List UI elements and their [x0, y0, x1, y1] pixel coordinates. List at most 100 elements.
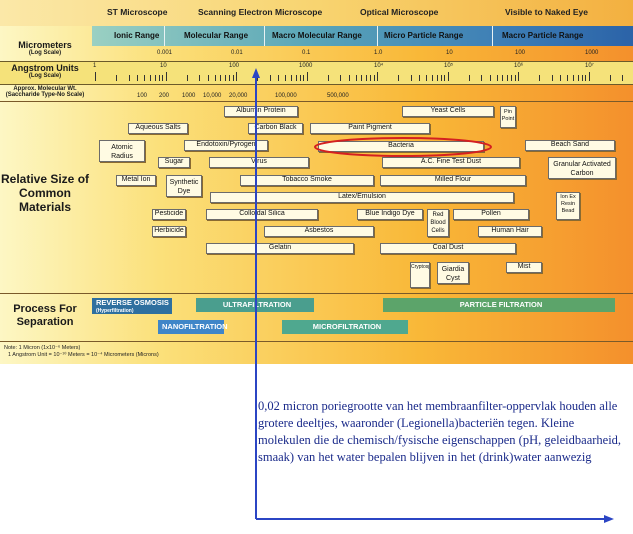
angstrom-minor-tick	[447, 72, 449, 81]
material-granular-activated-carbon: Granular Activated Carbon	[548, 157, 616, 179]
material-cryptosporidium: Cryptosporidium	[410, 262, 430, 288]
angstrom-minor-tick	[373, 75, 375, 81]
material-virus: Virus	[209, 157, 309, 168]
angstrom-minor-tick	[340, 75, 342, 81]
um-tick: 0.1	[302, 50, 311, 56]
a-tick: 10⁷	[585, 63, 594, 69]
material-mist: Mist	[506, 262, 542, 273]
angstrom-minor-tick	[149, 75, 151, 81]
annotation-text: 0,02 micron poriegrootte van het membraa…	[258, 399, 622, 464]
material-albumin-protein: Albumin Protein	[224, 106, 298, 117]
material-asbestos: Asbestos	[264, 226, 374, 237]
angstrom-minor-tick	[199, 75, 201, 81]
material-metal-ion: Metal Ion	[116, 175, 156, 186]
material-carbon-black: Carbon Black	[248, 123, 303, 134]
um-tick: 1.0	[374, 50, 383, 56]
material-paint-pigment: Paint Pigment	[310, 123, 430, 134]
microscope-header: ST Microscope Scanning Electron Microsco…	[0, 0, 633, 26]
mw-tick: 1000	[182, 93, 196, 99]
um-tick: 1000	[585, 50, 599, 56]
angstrom-minor-tick	[366, 75, 368, 81]
angstrom-minor-tick	[154, 75, 156, 81]
sem-label: Scanning Electron Microscope	[198, 7, 323, 17]
mw-tick: 20,000	[229, 93, 248, 99]
material-atomic-radius: Atomic Radius	[99, 140, 145, 162]
process-label: Process For Separation	[13, 303, 77, 328]
micro-particle-range: Micro Particle Range	[384, 31, 464, 40]
material-red-blood-cells: Red Blood Cells	[427, 209, 449, 237]
angstrom-minor-tick	[137, 75, 139, 81]
angstrom-minor-tick	[440, 75, 442, 81]
angstrom-minor-tick	[410, 75, 412, 81]
angstrom-minor-tick	[419, 75, 421, 81]
angstrom-minor-tick	[162, 75, 164, 81]
mw-tick: 10,000	[203, 93, 222, 99]
um-tick: 0.001	[157, 50, 173, 56]
material-blue-indigo-dye: Blue Indigo Dye	[357, 209, 423, 220]
angstrom-minor-tick	[436, 75, 438, 81]
a-tick: 1000	[299, 63, 313, 69]
angstrom-minor-tick	[165, 72, 167, 81]
angstrom-minor-tick	[158, 75, 160, 81]
angstrom-minor-tick	[186, 75, 188, 81]
angstrom-minor-tick	[577, 75, 579, 81]
naked-eye-label: Visible to Naked Eye	[505, 7, 588, 17]
material-latex-emulsion: Latex/Emulsion	[210, 192, 514, 203]
angstrom-minor-tick	[269, 75, 271, 81]
a-tick: 100	[229, 63, 240, 69]
angstrom-minor-tick	[398, 75, 400, 81]
material-pesticide: Pesticide	[152, 209, 186, 220]
molecular-range: Molecular Range	[184, 31, 249, 40]
molwt-label: Approx. Molecular Wt. (Saccharide Type-N…	[5, 86, 85, 98]
angstrom-minor-tick	[507, 75, 509, 81]
angstrom-minor-tick	[229, 75, 231, 81]
process-microfiltration: MICROFILTRATION	[282, 320, 408, 334]
optical-microscope-label: Optical Microscope	[360, 7, 439, 17]
material-bacteria: Bacteria	[318, 141, 484, 152]
relative-size-label: Relative Size of Common Materials	[0, 172, 90, 214]
angstrom-minor-tick	[560, 75, 562, 81]
material-yeast-cells: Yeast Cells	[402, 106, 494, 117]
mw-tick: 200	[159, 93, 170, 99]
material-tobacco-smoke: Tobacco Smoke	[240, 175, 374, 186]
range-band: Ionic Range Molecular Range Macro Molecu…	[92, 26, 633, 46]
angstrom-minor-tick	[348, 75, 350, 81]
angstrom-minor-tick	[567, 75, 569, 81]
process-particle-filtration: PARTICLE FILTRATION	[383, 298, 615, 312]
material-pin-point: Pin Point	[500, 106, 516, 128]
material-human-hair: Human Hair	[478, 226, 542, 237]
material-synthetic-dye: Synthetic Dye	[166, 175, 202, 197]
material-coal-dust: Coal Dust	[380, 243, 516, 254]
material-endotoxin-pyrogen: Endotoxin/Pyrogen	[184, 140, 268, 151]
angstrom-minor-tick	[431, 75, 433, 81]
angstrom-minor-tick	[232, 75, 234, 81]
material-colloidal-silica: Colloidal Silica	[206, 209, 318, 220]
angstrom-minor-tick	[295, 75, 297, 81]
a-tick: 10⁵	[444, 63, 454, 69]
note: Note: 1 Micron (1x10⁻⁶ Meters) 1 Angstro…	[4, 345, 159, 358]
angstrom-minor-tick	[489, 75, 491, 81]
a-tick: 10⁶	[514, 63, 524, 69]
angstrom-minor-tick	[95, 72, 96, 81]
angstrom-minor-tick	[285, 75, 287, 81]
angstrom-minor-tick	[225, 75, 227, 81]
material-pollen: Pollen	[453, 209, 529, 220]
micrometers-label: Micrometers (Log Scale)	[18, 40, 72, 56]
angstrom-minor-tick	[299, 75, 301, 81]
angstrom-minor-tick	[502, 75, 504, 81]
angstrom-minor-tick	[236, 72, 237, 81]
angstrom-minor-tick	[426, 75, 428, 81]
mw-tick: 100,000	[275, 93, 297, 99]
material-giardia-cyst: Giardia Cyst	[437, 262, 469, 284]
process-nanofiltration: NANOFILTRATION	[158, 320, 228, 334]
mw-tick: 100	[137, 93, 148, 99]
angstrom-minor-tick	[306, 72, 308, 81]
material-beach-sand: Beach Sand	[525, 140, 615, 151]
angstrom-minor-tick	[609, 75, 611, 81]
angstrom-minor-tick	[327, 75, 329, 81]
angstrom-minor-tick	[128, 75, 130, 81]
a-tick: 10	[160, 63, 167, 69]
material-milled-flour: Milled Flour	[380, 175, 526, 186]
st-microscope-label: ST Microscope	[107, 7, 168, 17]
